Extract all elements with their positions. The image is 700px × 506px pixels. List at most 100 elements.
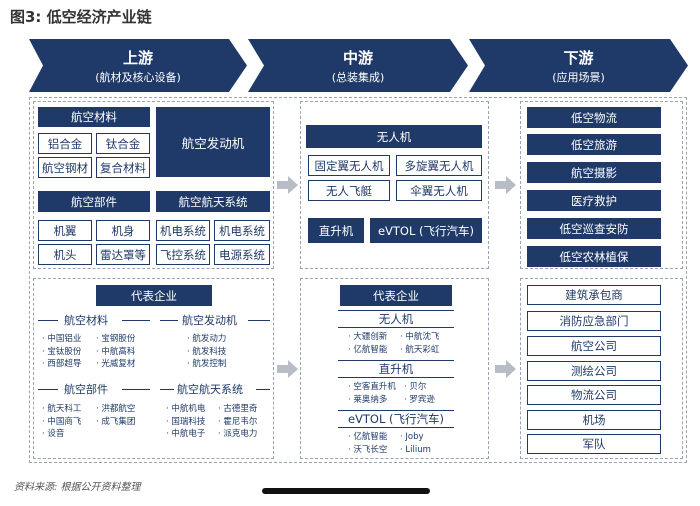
uav-item: 伞翼无人机 (396, 180, 482, 201)
app-item: 低空旅游 (527, 134, 661, 155)
outer-frame (29, 97, 687, 463)
company-name: · 莱奥纳多 (348, 394, 388, 405)
figure-title: 图3: 低空经济产业链 (10, 8, 152, 26)
company-list: · 贝尔 · 罗宾逊 (404, 381, 435, 406)
avionics-item: 机电系统 (156, 220, 210, 241)
avionics-item: 电源系统 (214, 244, 270, 265)
company-name: · 光威复材 (96, 359, 136, 369)
company-list: · 航发动力 · 航发科技 · 航发控制 (187, 333, 226, 371)
company-name: · 中航电子 (166, 429, 206, 439)
avionics-header: 航空航天系统 (156, 191, 270, 212)
company-group-label: 航空材料 (64, 314, 108, 327)
company-name: · 中国商飞 (42, 416, 82, 427)
company-name: · 亿航智能 (348, 432, 388, 442)
company-name: · 设音 (42, 429, 65, 439)
source-note: 资料来源: 根据公开资料整理 (14, 482, 141, 493)
company-name: · 罗宾逊 (404, 394, 435, 405)
customer-item: 物流公司 (527, 385, 661, 405)
chevron-shape (29, 39, 247, 92)
company-name: · 中航沈飞 (400, 332, 440, 342)
company-list: · 古德里奇 · 霍尼韦尔 · 派克电力 (218, 403, 257, 441)
company-group-label: 航空发动机 (182, 314, 237, 327)
customer-item: 机场 (527, 410, 661, 430)
customer-item: 军队 (527, 434, 661, 454)
company-name: · Joby (400, 432, 424, 442)
company-name: · 航发动力 (187, 334, 227, 344)
company-name: · 空客直升机 (348, 382, 396, 392)
label-line (248, 320, 270, 321)
helicopter-box: 直升机 (308, 218, 364, 243)
avionics-item: 机电系统 (214, 220, 270, 241)
companies-header: 代表企业 (96, 285, 212, 306)
parts-header: 航空部件 (38, 191, 150, 212)
stage-midstream: 中游 (总装集成) (248, 39, 468, 92)
company-name: · 亿航智能 (348, 344, 388, 355)
uav-header: 无人机 (306, 125, 482, 148)
stage-downstream: 下游 (应用场景) (469, 39, 688, 92)
label-line (38, 389, 58, 390)
home-indicator[interactable] (262, 488, 430, 494)
company-name: · 航发控制 (187, 359, 227, 369)
company-group-label: 无人机 (338, 310, 454, 328)
midstream-products-panel (300, 101, 489, 269)
stage-upstream: 上游 (航材及核心设备) (29, 39, 247, 92)
materials-header: 航空材料 (38, 107, 150, 127)
company-list: · 中国铝业 · 宝钛股份 · 西部超导 (42, 333, 81, 371)
company-group-label: eVTOL (飞行汽车) (338, 410, 454, 428)
material-item: 航空钢材 (38, 157, 92, 178)
company-name: · 成飞集团 (96, 416, 136, 427)
part-item: 机翼 (38, 220, 92, 241)
chevron-shape (469, 39, 688, 92)
upstream-products-panel (33, 101, 274, 269)
part-item: 机头 (38, 244, 92, 265)
company-name: · 航发科技 (187, 346, 227, 357)
company-name: · 中航机电 (166, 404, 206, 414)
chevron-shape (248, 39, 468, 92)
company-list: · 航天科工 · 中国商飞 · 设音 (42, 403, 81, 441)
company-name: · 大疆创新 (348, 332, 388, 342)
uav-item: 多旋翼无人机 (396, 155, 482, 176)
stage-subtitle: (总装集成) (331, 71, 385, 84)
uav-item: 固定翼无人机 (308, 155, 390, 176)
company-list: · 中航沈飞 · 航天彩虹 (400, 331, 439, 356)
company-name: · 贝尔 (404, 382, 427, 392)
app-item: 低空巡查安防 (527, 218, 661, 239)
company-name: · 霍尼韦尔 (218, 416, 258, 427)
label-line (38, 320, 58, 321)
company-list: · 亿航智能 · 沃飞长空 (348, 431, 387, 456)
company-list: · 空客直升机 · 莱奥纳多 (348, 381, 396, 406)
avionics-item: 飞控系统 (156, 244, 210, 265)
upstream-companies-panel (33, 278, 274, 459)
app-item: 医疗救护 (527, 190, 661, 211)
company-name: · 航天彩虹 (400, 344, 440, 355)
company-list: · Joby · Lilium (400, 431, 431, 456)
company-name: · 航天科工 (42, 404, 82, 414)
customer-item: 消防应急部门 (527, 311, 661, 331)
uav-item: 无人飞艇 (308, 180, 390, 201)
downstream-companies-panel (520, 278, 683, 459)
stage-title: 上游 (122, 49, 153, 67)
company-name: · 沃飞长空 (348, 444, 388, 455)
company-name: · 洪都航空 (96, 404, 136, 414)
material-item: 复合材料 (96, 157, 150, 178)
company-list: · 大疆创新 · 亿航智能 (348, 331, 387, 356)
company-name: · 派克电力 (218, 429, 258, 439)
part-item: 雷达罩等 (96, 244, 150, 265)
stage-title: 下游 (563, 49, 594, 67)
downstream-apps-panel (520, 101, 683, 269)
label-line (160, 389, 174, 390)
company-group-label: 航空部件 (64, 383, 108, 396)
app-item: 低空物流 (527, 107, 661, 128)
flow-arrow-icon (495, 360, 516, 378)
company-list: · 中航机电 · 国瑞科技 · 中航电子 (166, 403, 205, 441)
label-line (122, 389, 150, 390)
company-name: · 宝钛股份 (42, 346, 82, 357)
app-item: 低空农林植保 (527, 246, 661, 267)
label-line (160, 320, 178, 321)
material-item: 钛合金 (96, 133, 150, 154)
stage-subtitle: (应用场景) (552, 71, 605, 84)
flow-arrow-icon (277, 176, 298, 194)
company-list: · 宝钢股份 · 中航高科 · 光威复材 (96, 333, 135, 371)
company-name: · Lilium (400, 444, 431, 455)
company-name: · 中国铝业 (42, 334, 82, 344)
